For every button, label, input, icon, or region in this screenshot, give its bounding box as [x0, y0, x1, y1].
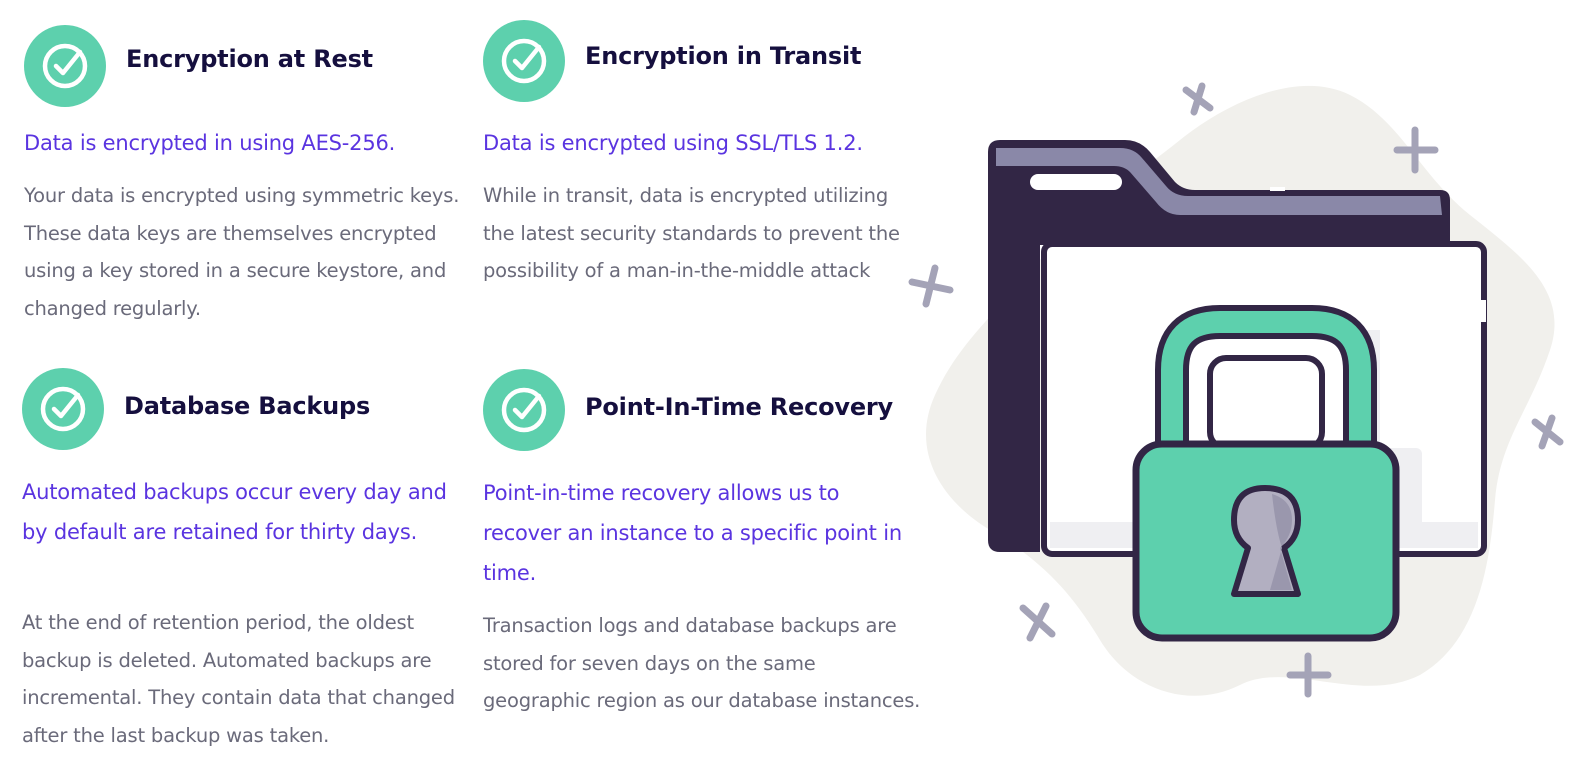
- feature-lead: Data is encrypted in using AES-256.: [24, 131, 396, 155]
- feature-header: Database Backups: [22, 368, 472, 452]
- check-circle-icon: [22, 368, 104, 450]
- feature-lead: Point-in-time recovery allows us to reco…: [483, 481, 902, 585]
- feature-title: Database Backups: [124, 392, 371, 420]
- feature-header: Encryption in Transit: [483, 20, 933, 104]
- feature-description: While in transit, data is encrypted util…: [483, 184, 900, 282]
- check-circle-icon: [483, 369, 565, 451]
- feature-header: Point-In-Time Recovery: [483, 369, 933, 453]
- locked-folder-illustration: [900, 60, 1570, 724]
- feature-title: Encryption in Transit: [585, 42, 862, 70]
- feature-encryption-at-rest: Encryption at Rest Data is encrypted in …: [24, 25, 474, 320]
- feature-database-backups: Database Backups Automated backups occur…: [22, 368, 472, 747]
- feature-encryption-in-transit: Encryption in Transit Data is encrypted …: [483, 20, 933, 282]
- feature-point-in-time-recovery: Point-In-Time Recovery Point-in-time rec…: [483, 369, 933, 712]
- feature-title: Encryption at Rest: [126, 45, 373, 73]
- sparkle-icons: [908, 82, 1564, 698]
- check-circle-icon: [483, 20, 565, 102]
- feature-lead: Automated backups occur every day and by…: [22, 480, 447, 544]
- feature-header: Encryption at Rest: [24, 25, 474, 109]
- check-circle-icon: [24, 25, 106, 107]
- feature-lead: Data is encrypted using SSL/TLS 1.2.: [483, 131, 863, 155]
- feature-title: Point-In-Time Recovery: [585, 393, 893, 421]
- feature-description: At the end of retention period, the olde…: [22, 611, 455, 747]
- feature-description: Transaction logs and database backups ar…: [483, 614, 921, 712]
- feature-description: Your data is encrypted using symmetric k…: [24, 184, 460, 320]
